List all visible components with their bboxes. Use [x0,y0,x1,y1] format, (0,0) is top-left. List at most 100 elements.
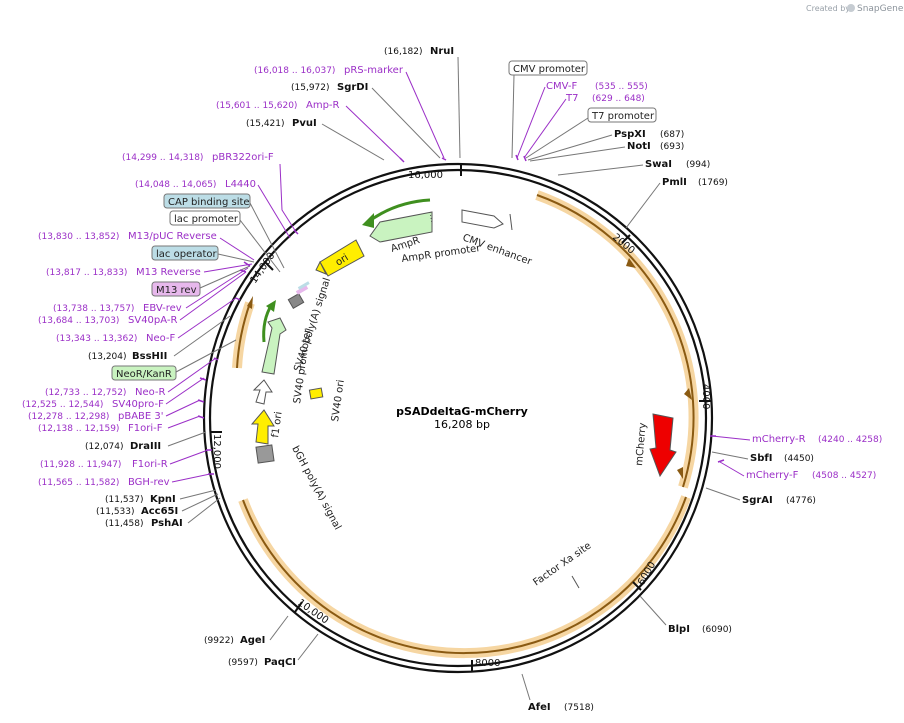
enzyme-pos-acc65i: (11,533) [96,507,135,517]
enzyme-pos-swai: (994) [686,160,710,170]
primer-pos-t7: (629 .. 648) [592,94,645,104]
watermark-prefix: Created by [806,4,850,13]
enzyme-afei: AfeI [528,702,551,713]
primer-pos-mcherry-r: (4240 .. 4258) [818,435,882,445]
f1-ori-label: f1 ori [270,411,285,438]
enzyme-pos-afei: (7518) [564,703,594,713]
feature-box-cmv-promoter [508,60,588,76]
lac-feature-stack [287,281,310,310]
leader-t7-promoter [525,117,589,159]
leader-kpni [179,489,217,500]
ruler-tick [621,234,631,244]
leader-bsshii [173,315,231,357]
primer-pos-neo-r: (12,733 .. 12,752) [45,388,126,398]
plasmid-name: pSADdeltaG-mCherry [396,405,528,418]
enzyme-agei: AgeI [240,635,265,646]
primer-pos-neo-f: (13,343 .. 13,362) [56,334,137,344]
feature-box-t7-promoter [587,107,657,123]
bgh-polya-label: bGH poly(A) signal [289,444,343,532]
enzyme-pos-agei: (9922) [204,636,234,646]
leader-neor-kanr [175,339,237,373]
leader-t7 [523,98,567,159]
primer-m13-puc-reverse: M13/pUC Reverse [128,231,217,242]
feature-cmv-promoter: CMV promoter [513,64,586,75]
leader-swai [557,164,644,176]
leader-draiii [167,431,207,447]
primer-neo-r: Neo-R [135,387,166,398]
primer-pos-pbr322ori-f: (14,299 .. 14,318) [122,153,203,163]
enzyme-pos-kpni: (11,537) [105,495,144,505]
ruler-label-4000: 4000 [700,384,711,409]
snapgene-logo-icon [847,4,855,12]
sv40-ori-label: SV40 ori [330,379,347,422]
primer-sv40pro-f: SV40pro-F [112,399,164,410]
primer-f1ori-r: F1ori-R [132,459,168,470]
enzyme-blpi: BlpI [668,624,690,635]
enzyme-noti: NotI [627,141,651,152]
leader-pbabe3 [165,399,201,417]
primer-f1ori-f: F1ori-F [128,423,163,434]
neor-inner-feature [261,300,287,375]
leader-sgrdi [371,87,441,159]
feature-lac-promoter: lac promoter [174,214,239,225]
leader-pbr322ori-f [279,163,297,233]
enzyme-pshai: PshAI [151,518,183,529]
leader-afei [521,673,531,701]
leader-nrui [457,56,461,159]
orf-band-neo [232,296,255,369]
leader-pspxi [527,134,613,161]
feature-box-lac-promoter [169,210,241,226]
sv40-ori-feature: SV40 ori [308,379,347,422]
feature-box-neor-kanr [111,365,177,381]
feature-m13-rev: M13 rev [156,285,197,296]
primer-m13-reverse: M13 Reverse [136,267,201,278]
enzyme-swai: SwaI [645,159,672,170]
primer-sv40pa-r: SV40pA-R [128,315,177,326]
leader-sgrai [705,487,741,501]
enzyme-pos-draiii: (12,074) [85,442,124,452]
feature-box-cap-binding-site [163,193,251,209]
leader-mcherry-f [719,461,745,477]
primer-pos-sv40pa-r: (13,684 .. 13,703) [38,316,119,326]
enzyme-pos-pmli: (1769) [698,178,728,188]
leader-ebv-rev [185,267,249,309]
leader-f1ori-f [167,415,201,429]
ruler-label-16000: 16,000 [408,170,443,181]
leader-m13-reverse [203,263,253,273]
enzyme-bsshii: BssHII [132,351,167,362]
leader-mcherry-r [711,435,751,441]
primer-t7: T7 [565,93,578,104]
primer-pos-f1ori-r: (11,928 .. 11,947) [40,460,121,470]
bgh-polya-feature: bGH poly(A) signal [255,444,343,532]
backbone-inner-ring [208,168,708,668]
leader-f1ori-r [169,449,209,465]
primer-prs-marker: pRS-marker [344,65,404,76]
f1-ori-feature: f1 ori [250,409,285,445]
enzyme-pos-pspxi: (687) [660,130,684,140]
enzyme-pmli: PmlI [662,177,687,188]
ruler-tick [632,581,642,591]
factor-xa-label: Factor Xa site [531,540,593,588]
enzyme-pos-blpi: (6090) [702,625,732,635]
orf-band-large-right [535,190,699,489]
enzyme-sbfi: SbfI [750,453,772,464]
feature-neor-kanr: NeoR/KanR [116,369,172,380]
leader-acc65i [181,493,219,512]
ruler-tick [294,601,303,613]
leader-paqci [297,633,319,661]
leader-blpi [639,595,667,626]
leader-pvui [321,123,385,161]
leader-sv40pa-r [179,271,247,321]
enzyme-sgrai: SgrAI [742,495,773,506]
feature-box-m13-rev [151,281,201,297]
leader-m13-rev [199,265,251,289]
primer-pos-f1ori-f: (12,138 .. 12,159) [38,424,119,434]
leader-neo-r [167,357,217,393]
primer-amp-r: Amp-R [306,100,340,111]
primer-pos-pbabe3: (12,278 .. 12,298) [28,412,109,422]
feature-cap-binding-site: CAP binding site [168,197,250,208]
enzyme-nrui: NruI [430,46,454,57]
primer-neo-f: Neo-F [146,333,176,344]
leader-bgh-rev [171,473,211,483]
